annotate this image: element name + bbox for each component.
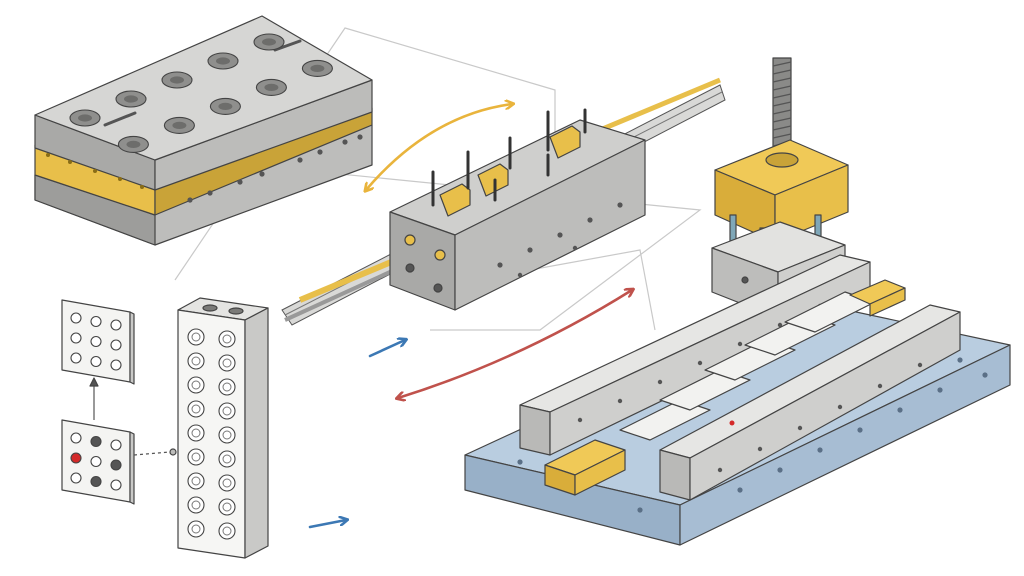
plate-hole	[90, 355, 102, 368]
column-hole	[187, 520, 205, 538]
column-hole	[187, 328, 205, 346]
mold-cavity	[115, 90, 147, 108]
column-hole	[187, 448, 205, 466]
mold-cavities	[69, 33, 333, 153]
plate-hole	[90, 335, 102, 348]
mold-cavity	[253, 33, 285, 51]
mold-plate-assembly-icon	[34, 15, 373, 246]
column-hole	[218, 474, 236, 492]
mold-cavity	[207, 52, 239, 70]
plate-hole	[70, 352, 82, 364]
column-hole	[187, 376, 205, 394]
column-hole	[187, 472, 205, 490]
plate-hole	[110, 359, 122, 371]
column-hole	[218, 402, 236, 420]
column-hole	[187, 496, 205, 514]
column-hole	[187, 424, 205, 442]
plate-hole	[110, 319, 122, 331]
mold-cavity	[209, 97, 241, 115]
fixture-base-assembly-icon	[464, 254, 1011, 546]
plate-hole	[110, 439, 122, 451]
direction-arrow-icon	[368, 340, 405, 358]
column-holes	[187, 328, 236, 540]
mold-cavity	[163, 116, 195, 134]
column-hole	[187, 400, 205, 418]
double-arrow-icon	[366, 104, 512, 190]
plate-hole	[90, 435, 102, 448]
mold-cavity	[69, 109, 101, 127]
column-hole	[218, 330, 236, 348]
plate-hole	[90, 455, 102, 468]
plate-hole	[110, 479, 122, 491]
plate-hole	[110, 339, 122, 351]
highlighted-hole	[70, 452, 82, 464]
column-hole	[218, 450, 236, 468]
column-hole	[218, 522, 236, 540]
mold-cavity	[161, 71, 193, 89]
column-hole	[218, 498, 236, 516]
plate-hole	[90, 315, 102, 328]
plate-holes	[70, 312, 122, 491]
plate-hole	[90, 475, 102, 488]
plate-hole	[70, 472, 82, 484]
plate-hole	[70, 332, 82, 344]
column-hole	[218, 426, 236, 444]
column-hole	[218, 378, 236, 396]
double-arrow-icon	[398, 290, 632, 398]
vertical-pin-block-icon	[177, 297, 269, 559]
column-hole	[187, 352, 205, 370]
column-hole	[218, 354, 236, 372]
mold-cavity	[255, 78, 287, 96]
mold-cavity	[117, 135, 149, 153]
plate-hole	[70, 432, 82, 444]
plate-hole	[110, 459, 122, 471]
direction-arrow-icon	[308, 520, 346, 529]
plate-hole	[70, 312, 82, 324]
mold-cavity	[301, 59, 333, 77]
